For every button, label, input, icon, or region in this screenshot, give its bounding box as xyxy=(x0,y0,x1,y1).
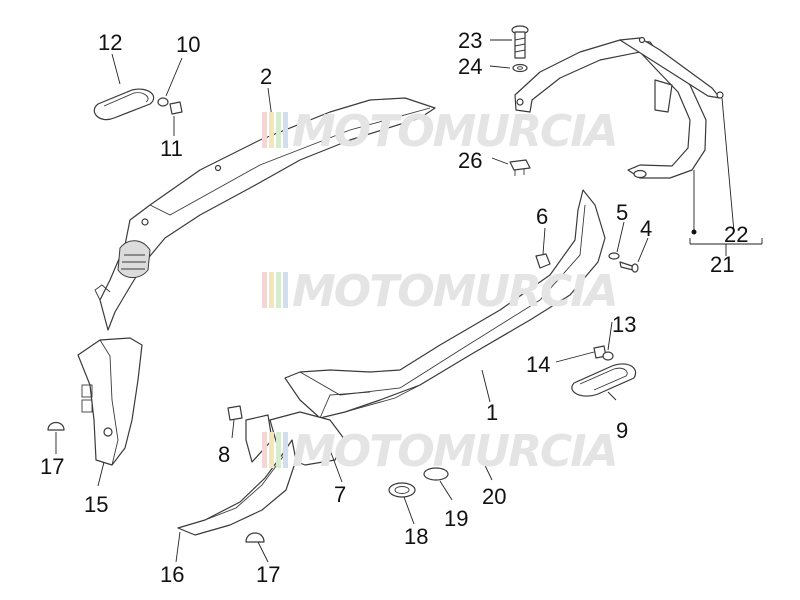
callout-21: 21 xyxy=(710,252,734,277)
watermark-text: MOTOMURCIA xyxy=(292,266,617,317)
wm-stripe-3 xyxy=(276,112,281,148)
callout-13: 13 xyxy=(612,312,636,337)
leader-lines xyxy=(55,39,763,563)
wm-stripe-2 xyxy=(269,432,274,468)
callout-20: 20 xyxy=(482,484,506,509)
leader-dot xyxy=(691,229,697,235)
part-21-grab-rail xyxy=(514,36,724,179)
wm-stripe-2 xyxy=(269,272,274,308)
callout-9: 9 xyxy=(616,418,628,443)
part-2-side-cover xyxy=(94,97,436,331)
callout-26: 26 xyxy=(458,148,482,173)
part-23-bolt xyxy=(511,25,529,59)
part-18-grommet xyxy=(388,482,416,498)
part-24-washer xyxy=(512,63,528,73)
callout-24: 24 xyxy=(458,54,482,79)
part-17-plug-b xyxy=(245,532,265,543)
watermark-text: MOTOMURCIA xyxy=(292,426,617,477)
wm-stripe-4 xyxy=(283,272,288,308)
watermark-3: MOTOMURCIA xyxy=(262,426,619,477)
watermark-1: MOTOMURCIA xyxy=(262,106,619,157)
part-16-mudguard xyxy=(177,414,297,536)
watermark-2: MOTOMURCIA xyxy=(262,266,619,317)
part-1-main-cover xyxy=(284,189,606,419)
callout-18: 18 xyxy=(404,524,428,549)
part-6-grommet xyxy=(535,253,551,269)
callout-11: 11 xyxy=(160,136,183,161)
callout-5: 5 xyxy=(616,200,628,225)
part-4-screw xyxy=(619,261,639,273)
part-13-nut xyxy=(602,351,614,361)
part-15-inner-panel xyxy=(77,337,143,466)
wm-stripe-1 xyxy=(262,432,267,468)
part-10-nut xyxy=(157,97,169,107)
callout-12: 12 xyxy=(98,30,122,55)
callout-1: 1 xyxy=(486,400,498,425)
callout-10: 10 xyxy=(176,32,200,57)
callout-8: 8 xyxy=(218,442,230,467)
part-26-clip xyxy=(509,159,531,176)
callout-14: 14 xyxy=(526,352,550,377)
part-5-washer xyxy=(608,252,620,260)
wm-stripe-4 xyxy=(283,112,288,148)
callout-15: 15 xyxy=(84,492,108,517)
callout-2: 2 xyxy=(260,64,272,89)
callout-6: 6 xyxy=(536,204,548,229)
wm-stripe-1 xyxy=(262,112,267,148)
callout-4: 4 xyxy=(640,216,652,241)
wm-stripe-4 xyxy=(283,432,288,468)
wm-stripe-2 xyxy=(269,112,274,148)
callout-16: 16 xyxy=(160,562,184,587)
callout-7: 7 xyxy=(334,482,346,507)
part-17-plug-a xyxy=(47,421,65,431)
part-12-reflector xyxy=(93,88,155,121)
wm-stripe-3 xyxy=(276,432,281,468)
watermark-text: MOTOMURCIA xyxy=(292,106,617,157)
callout-22: 22 xyxy=(724,222,748,247)
callout-17-a: 17 xyxy=(40,454,64,479)
callout-17-b: 17 xyxy=(256,562,280,587)
part-9-reflector xyxy=(571,363,637,397)
wm-stripe-3 xyxy=(276,272,281,308)
callout-23: 23 xyxy=(458,28,482,53)
part-11-clip xyxy=(169,101,183,115)
callout-numbers: 12 10 11 2 23 24 26 6 5 4 13 14 9 1 8 15… xyxy=(40,28,748,587)
part-8-clip xyxy=(227,405,243,421)
callout-19: 19 xyxy=(444,506,468,531)
wm-stripe-1 xyxy=(262,272,267,308)
part-19-grommet xyxy=(423,467,449,481)
